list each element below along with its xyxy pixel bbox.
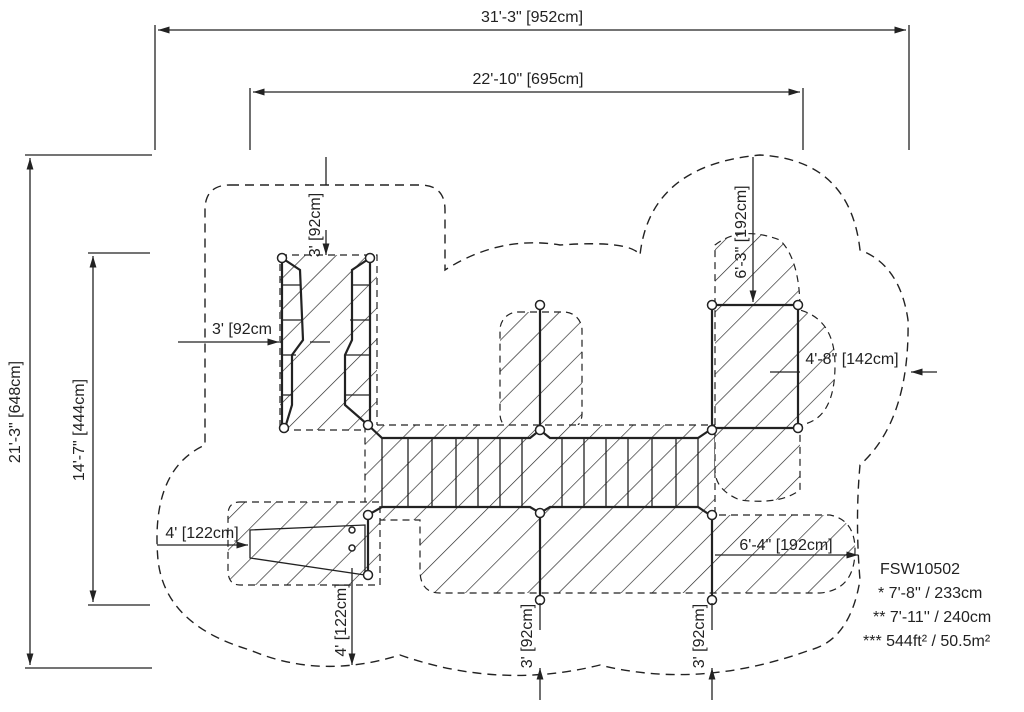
clearance-left-bottom: 4' [122cm] bbox=[157, 525, 248, 549]
clearance-left-ladder: 3' [92cm bbox=[178, 321, 330, 346]
clearance-right: 4'-8" [142cm] bbox=[770, 351, 937, 376]
inner-height-dimension: 14'-7" [444cm] bbox=[71, 252, 150, 606]
clear-left-bottom-label: 4' [122cm] bbox=[165, 525, 238, 542]
info-line-1: * 7'-8'' / 233cm bbox=[878, 585, 982, 602]
clearance-top-right: 6'-3" [192cm] bbox=[733, 157, 757, 302]
clear-bottom-left-label: 4' [122cm] bbox=[333, 583, 350, 656]
info-line-2: ** 7'-11'' / 240cm bbox=[873, 609, 991, 626]
info-block: FSW10502 * 7'-8'' / 233cm ** 7'-11'' / 2… bbox=[863, 561, 991, 650]
clear-bottom-center-label: 3' [92cm] bbox=[519, 604, 536, 668]
clear-bottom-right-label: 6'-4" [192cm] bbox=[739, 537, 832, 554]
posts bbox=[276, 252, 804, 606]
inner-height-label: 14'-7" [444cm] bbox=[71, 379, 88, 481]
clear-left-ladder-label: 3' [92cm bbox=[212, 321, 272, 338]
overall-height-label: 21'-3" [648cm] bbox=[7, 361, 24, 463]
overall-height-dimension: 21'-3" [648cm] bbox=[7, 154, 152, 669]
inner-width-label: 22'-10" [695cm] bbox=[472, 71, 583, 88]
hatched-use-zones bbox=[227, 232, 856, 594]
overall-width-dimension: 31'-3" [952cm] bbox=[154, 9, 910, 150]
clear-top-left-label: 3' [92cm] bbox=[307, 193, 324, 257]
clearance-bottom-left: 4' [122cm] bbox=[333, 568, 356, 665]
model-number: FSW10502 bbox=[880, 561, 960, 578]
clearance-top-left: 3' [92cm] bbox=[307, 157, 330, 257]
clear-right-label: 4'-8" [142cm] bbox=[805, 351, 898, 368]
clear-bottom-right2-label: 3' [92cm] bbox=[691, 604, 708, 668]
clearance-bottom-center: 3' [92cm] bbox=[519, 603, 544, 700]
clearance-bottom-right: 6'-4" [192cm] bbox=[715, 537, 858, 559]
clear-top-right-label: 6'-3" [192cm] bbox=[733, 185, 750, 278]
info-line-3: *** 544ft² / 50.5m² bbox=[863, 633, 991, 650]
overall-width-label: 31'-3" [952cm] bbox=[481, 9, 583, 26]
clearance-bottom-right2: 3' [92cm] bbox=[691, 603, 716, 700]
inner-width-dimension: 22'-10" [695cm] bbox=[249, 71, 804, 150]
